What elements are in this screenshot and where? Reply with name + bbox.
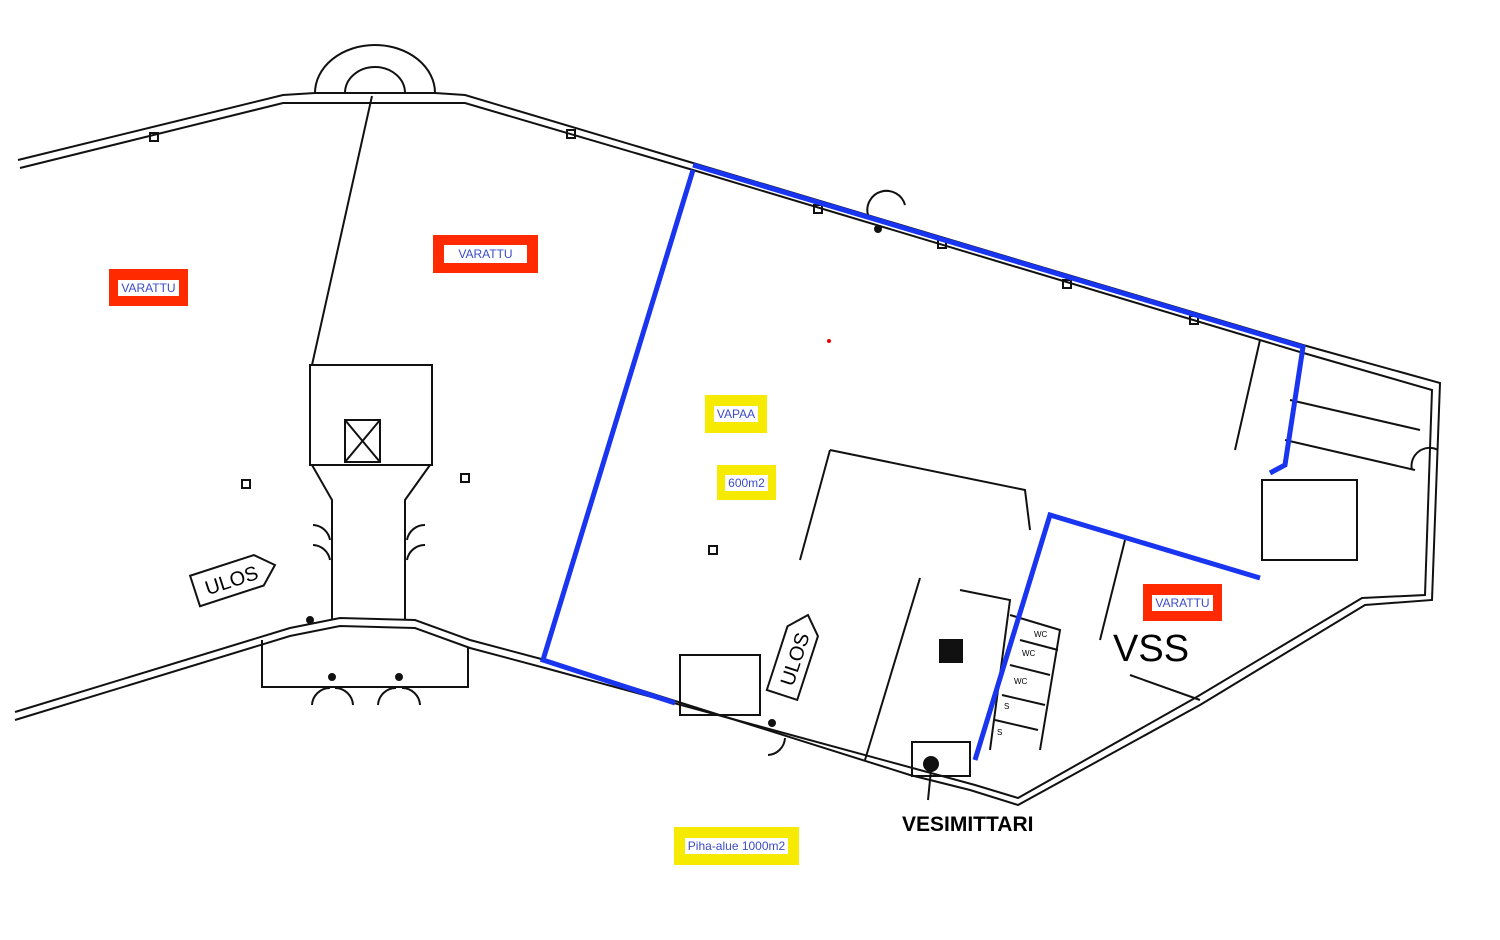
svg-text:WC: WC: [1022, 649, 1036, 658]
toilet-labels: WC WC WC S S: [997, 630, 1048, 737]
exit-sign-right: ULOS: [765, 613, 820, 702]
svg-text:S: S: [1004, 702, 1009, 711]
unit-status-tag: VARATTU: [109, 269, 188, 306]
unit-status-tag: VARATTU: [433, 235, 538, 273]
outer-wall-north: [14, 92, 1442, 807]
room-label-vss: VSS: [1113, 628, 1190, 670]
yard-area-tag: Piha-alue 1000m2: [674, 827, 799, 865]
unit-status-tag-available: VAPAA: [705, 395, 767, 433]
unit-status-tag: VARATTU: [1143, 584, 1222, 621]
svg-text:S: S: [997, 728, 1002, 737]
water-meter-label: VESIMITTARI: [902, 813, 1034, 836]
unit-area-tag: 600m2: [717, 465, 776, 500]
svg-text:WC: WC: [1014, 677, 1028, 686]
available-unit-boundary: [539, 162, 1306, 761]
exit-sign-left: ULOS: [188, 553, 277, 608]
dome: [314, 44, 436, 94]
svg-text:WC: WC: [1034, 630, 1048, 639]
walls: [14, 44, 1442, 807]
